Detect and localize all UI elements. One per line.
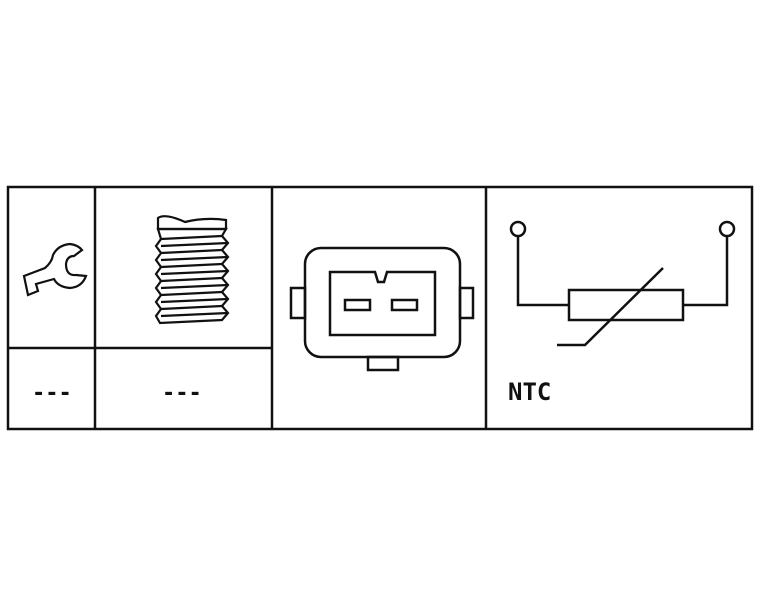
thread-value: --- (162, 381, 202, 406)
wrench-icon (22, 242, 88, 297)
table-grid (6, 185, 754, 431)
connector-icon (289, 246, 475, 372)
thermistor-icon (509, 220, 736, 347)
thread-icon (154, 215, 230, 325)
sensor-type-label: NTC (508, 378, 551, 406)
wrench-value: --- (32, 381, 72, 406)
